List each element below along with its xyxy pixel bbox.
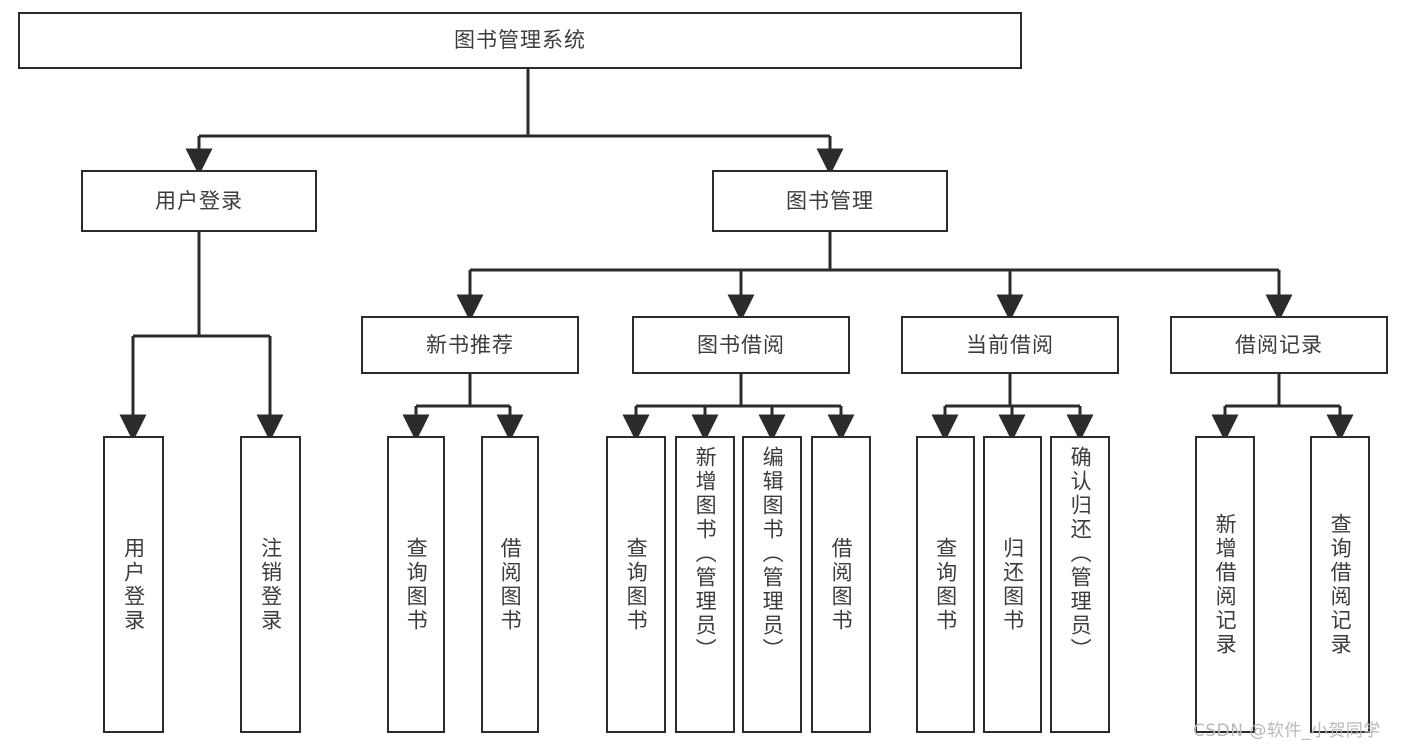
leaf-borrow-book-recommend-label: 借阅图书 — [498, 536, 523, 633]
leaf-user-login-label: 用户登录 — [121, 536, 146, 633]
node-new-book-recommend[interactable]: 新书推荐 — [361, 316, 579, 374]
leaf-logout-label: 注销登录 — [258, 536, 283, 633]
leaf-user-login[interactable]: 用户登录 — [103, 436, 164, 733]
leaf-query-book-current[interactable]: 查询图书 — [916, 436, 975, 733]
node-new-book-recommend-label: 新书推荐 — [426, 332, 514, 357]
node-root-label: 图书管理系统 — [454, 28, 586, 53]
leaf-borrow-book[interactable]: 借阅图书 — [811, 436, 871, 733]
node-current-borrow[interactable]: 当前借阅 — [901, 316, 1119, 374]
leaf-add-book-admin-label: 新增图书（管理员） — [693, 446, 718, 662]
watermark: CSDN @软件_小贺同学 — [1193, 721, 1381, 741]
leaf-query-book-recommend[interactable]: 查询图书 — [387, 436, 445, 733]
node-user-login[interactable]: 用户登录 — [81, 170, 317, 232]
leaf-query-borrow-record[interactable]: 查询借阅记录 — [1310, 436, 1370, 733]
leaf-edit-book-admin[interactable]: 编辑图书（管理员） — [742, 436, 802, 733]
node-book-borrow[interactable]: 图书借阅 — [632, 316, 850, 374]
node-user-login-label: 用户登录 — [155, 188, 243, 213]
leaf-add-borrow-record-label: 新增借阅记录 — [1213, 512, 1238, 657]
leaf-query-book-borrow-label: 查询图书 — [624, 536, 649, 633]
leaf-query-book-recommend-label: 查询图书 — [404, 536, 429, 633]
leaf-confirm-return-admin-label: 确认归还（管理员） — [1068, 446, 1093, 662]
leaf-return-book-label: 归还图书 — [1000, 536, 1025, 633]
leaf-query-book-current-label: 查询图书 — [933, 536, 958, 633]
leaf-return-book[interactable]: 归还图书 — [983, 436, 1042, 733]
node-borrow-record[interactable]: 借阅记录 — [1170, 316, 1388, 374]
leaf-borrow-book-recommend[interactable]: 借阅图书 — [481, 436, 539, 733]
leaf-borrow-book-label: 借阅图书 — [829, 536, 854, 633]
leaf-confirm-return-admin[interactable]: 确认归还（管理员） — [1050, 436, 1110, 733]
leaf-add-borrow-record[interactable]: 新增借阅记录 — [1195, 436, 1255, 733]
node-borrow-record-label: 借阅记录 — [1235, 332, 1323, 357]
node-book-borrow-label: 图书借阅 — [697, 332, 785, 357]
node-book-management[interactable]: 图书管理 — [712, 170, 948, 232]
leaf-query-book-borrow[interactable]: 查询图书 — [606, 436, 666, 733]
leaf-logout[interactable]: 注销登录 — [240, 436, 301, 733]
node-book-management-label: 图书管理 — [786, 188, 874, 213]
leaf-add-book-admin[interactable]: 新增图书（管理员） — [675, 436, 735, 733]
node-current-borrow-label: 当前借阅 — [966, 332, 1054, 357]
node-root[interactable]: 图书管理系统 — [18, 12, 1022, 69]
leaf-edit-book-admin-label: 编辑图书（管理员） — [760, 446, 785, 662]
leaf-query-borrow-record-label: 查询借阅记录 — [1328, 512, 1353, 657]
